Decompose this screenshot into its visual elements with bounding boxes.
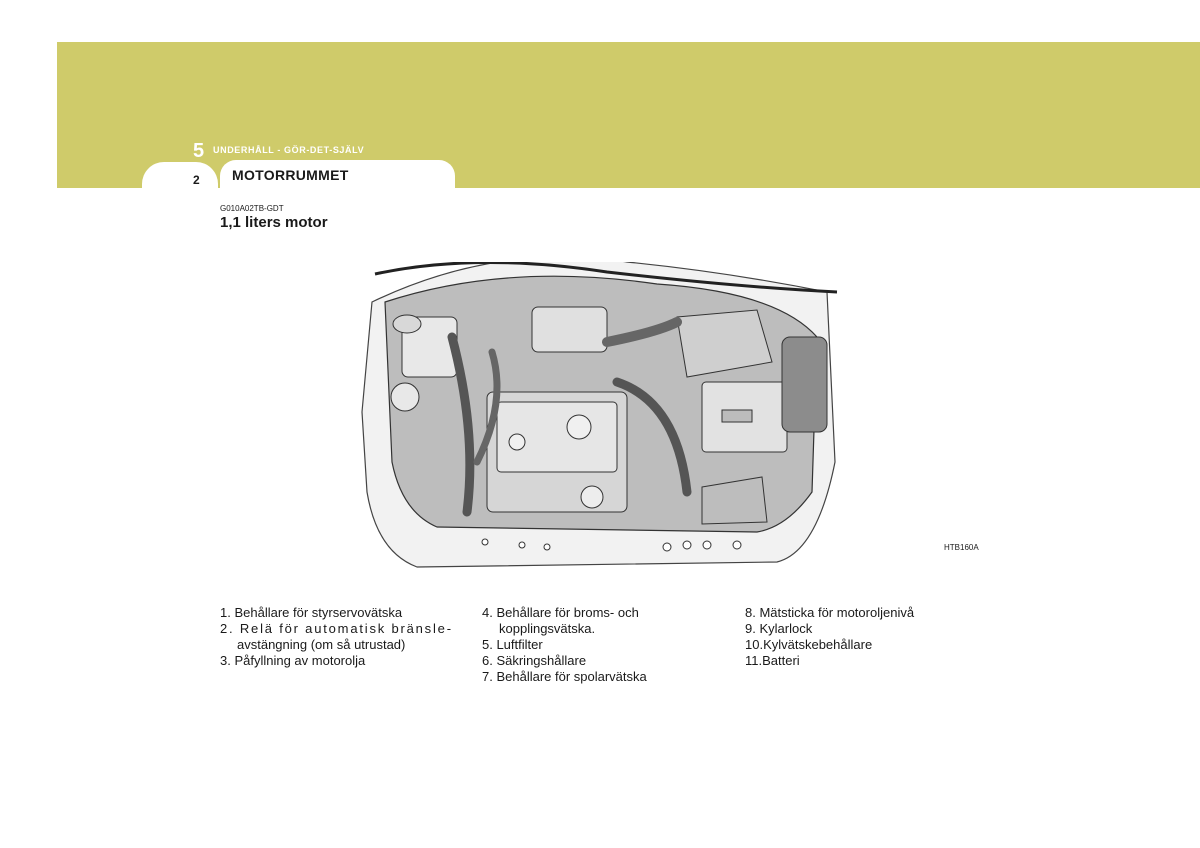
legend-item-11: 11.Batteri — [745, 653, 800, 668]
legend-item-5: 5. Luftfilter — [482, 637, 543, 652]
chapter-title: UNDERHÅLL - GÖR-DET-SJÄLV — [213, 145, 365, 155]
engine-compartment-figure — [357, 256, 847, 577]
legend-item-8: 8. Mätsticka för motoroljenivå — [745, 605, 915, 620]
section-tab — [220, 160, 455, 192]
page-number: 2 — [193, 173, 200, 187]
section-title: MOTORRUMMET — [232, 167, 349, 183]
legend-column-2: 4. Behållare för broms- och kopplingsvät… — [482, 605, 647, 685]
legend-item-3: 3. Påfyllning av motorolja — [220, 653, 366, 668]
legend-item-6: 6. Säkringshållare — [482, 653, 587, 668]
legend-item-4: 4. Behållare för broms- och — [482, 605, 639, 620]
legend-item-4-cont: kopplingsvätska. — [499, 621, 596, 636]
legend-item-9: 9. Kylarlock — [745, 621, 813, 636]
engine-compartment-illustration — [361, 256, 838, 568]
page-number-tab — [142, 162, 218, 192]
legend-column-3: 8. Mätsticka för motoroljenivå 9. Kylarl… — [745, 605, 914, 669]
legend-item-2-cont: avstängning (om så utrustad) — [237, 637, 406, 652]
legend-item-7: 7. Behållare för spolarvätska — [482, 669, 647, 684]
legend-item-10: 10.Kylvätskebehållare — [745, 637, 873, 652]
document-code: G010A02TB-GDT — [220, 204, 284, 213]
legend-item-1: 1. Behållare för styrservovätska — [220, 605, 403, 620]
figure-code: HTB160A — [944, 543, 979, 552]
chapter-number: 5 — [193, 140, 205, 162]
legend-column-1: 1. Behållare för styrservovätska 2. Relä… — [220, 605, 453, 669]
page-heading: 1,1 liters motor — [220, 214, 328, 231]
legend-item-2: 2. Relä för automatisk bränsle- — [220, 621, 453, 636]
